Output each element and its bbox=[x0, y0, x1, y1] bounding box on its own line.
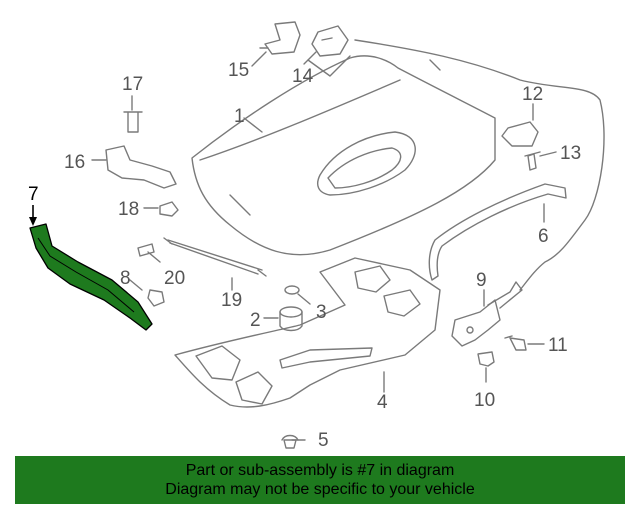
bolt-20-part[interactable] bbox=[137, 243, 155, 257]
callout-leaders bbox=[91, 51, 557, 441]
callout-3: 3 bbox=[316, 302, 327, 323]
bracket-12-part[interactable] bbox=[501, 121, 539, 147]
bolt-17-part[interactable] bbox=[123, 111, 143, 133]
bracket-16-part[interactable] bbox=[105, 145, 177, 189]
washer-3-part[interactable] bbox=[284, 285, 300, 295]
banner-line-part-number: Part or sub-assembly is #7 in diagram bbox=[185, 462, 455, 479]
callout-11: 11 bbox=[548, 335, 568, 356]
hinge-bracket-upper-part[interactable] bbox=[259, 21, 301, 55]
clip-5-part[interactable] bbox=[281, 434, 299, 449]
hood-panel-part[interactable] bbox=[191, 55, 496, 256]
callout-14: 14 bbox=[292, 66, 314, 87]
disclaimer-banner: Part or sub-assembly is #7 in diagram Di… bbox=[15, 456, 625, 504]
callout-16: 16 bbox=[64, 152, 85, 173]
seal-strip-part[interactable] bbox=[428, 183, 567, 281]
clip-8-part[interactable] bbox=[147, 289, 165, 307]
callout-12: 12 bbox=[522, 84, 543, 105]
callout-4: 4 bbox=[377, 392, 388, 413]
callout-15: 15 bbox=[228, 60, 249, 81]
latch-bracket-part[interactable] bbox=[307, 25, 351, 77]
callout-18: 18 bbox=[118, 199, 139, 220]
hinge-part[interactable] bbox=[451, 281, 523, 347]
bolt-11-part[interactable] bbox=[504, 335, 527, 351]
nut-18-part[interactable] bbox=[159, 201, 179, 217]
callout-9: 9 bbox=[476, 270, 487, 291]
bumper-2-part[interactable] bbox=[279, 306, 303, 332]
callout-20: 20 bbox=[164, 268, 185, 289]
support-strut-part[interactable] bbox=[163, 237, 267, 277]
hood-cable-part[interactable] bbox=[354, 39, 605, 291]
callout-13: 13 bbox=[560, 143, 581, 164]
callout-7: 7 bbox=[28, 184, 39, 205]
callout-17: 17 bbox=[122, 74, 143, 95]
clip-10-part[interactable] bbox=[477, 351, 495, 367]
callout-10: 10 bbox=[474, 390, 495, 411]
hood-insulator-part[interactable] bbox=[174, 257, 441, 408]
callout-5: 5 bbox=[318, 430, 329, 451]
callout-19: 19 bbox=[221, 290, 242, 311]
hood-parts-diagram: 1 2 3 4 5 6 7 8 9 10 11 12 13 14 15 16 1… bbox=[28, 21, 605, 451]
callout-6: 6 bbox=[538, 226, 549, 247]
callout-2: 2 bbox=[250, 310, 261, 331]
callout-1: 1 bbox=[234, 106, 245, 127]
highlighted-part-7[interactable] bbox=[29, 205, 153, 331]
callout-8: 8 bbox=[120, 268, 131, 289]
banner-line-disclaimer: Diagram may not be specific to your vehi… bbox=[165, 481, 475, 498]
bolt-13-part[interactable] bbox=[524, 151, 541, 171]
